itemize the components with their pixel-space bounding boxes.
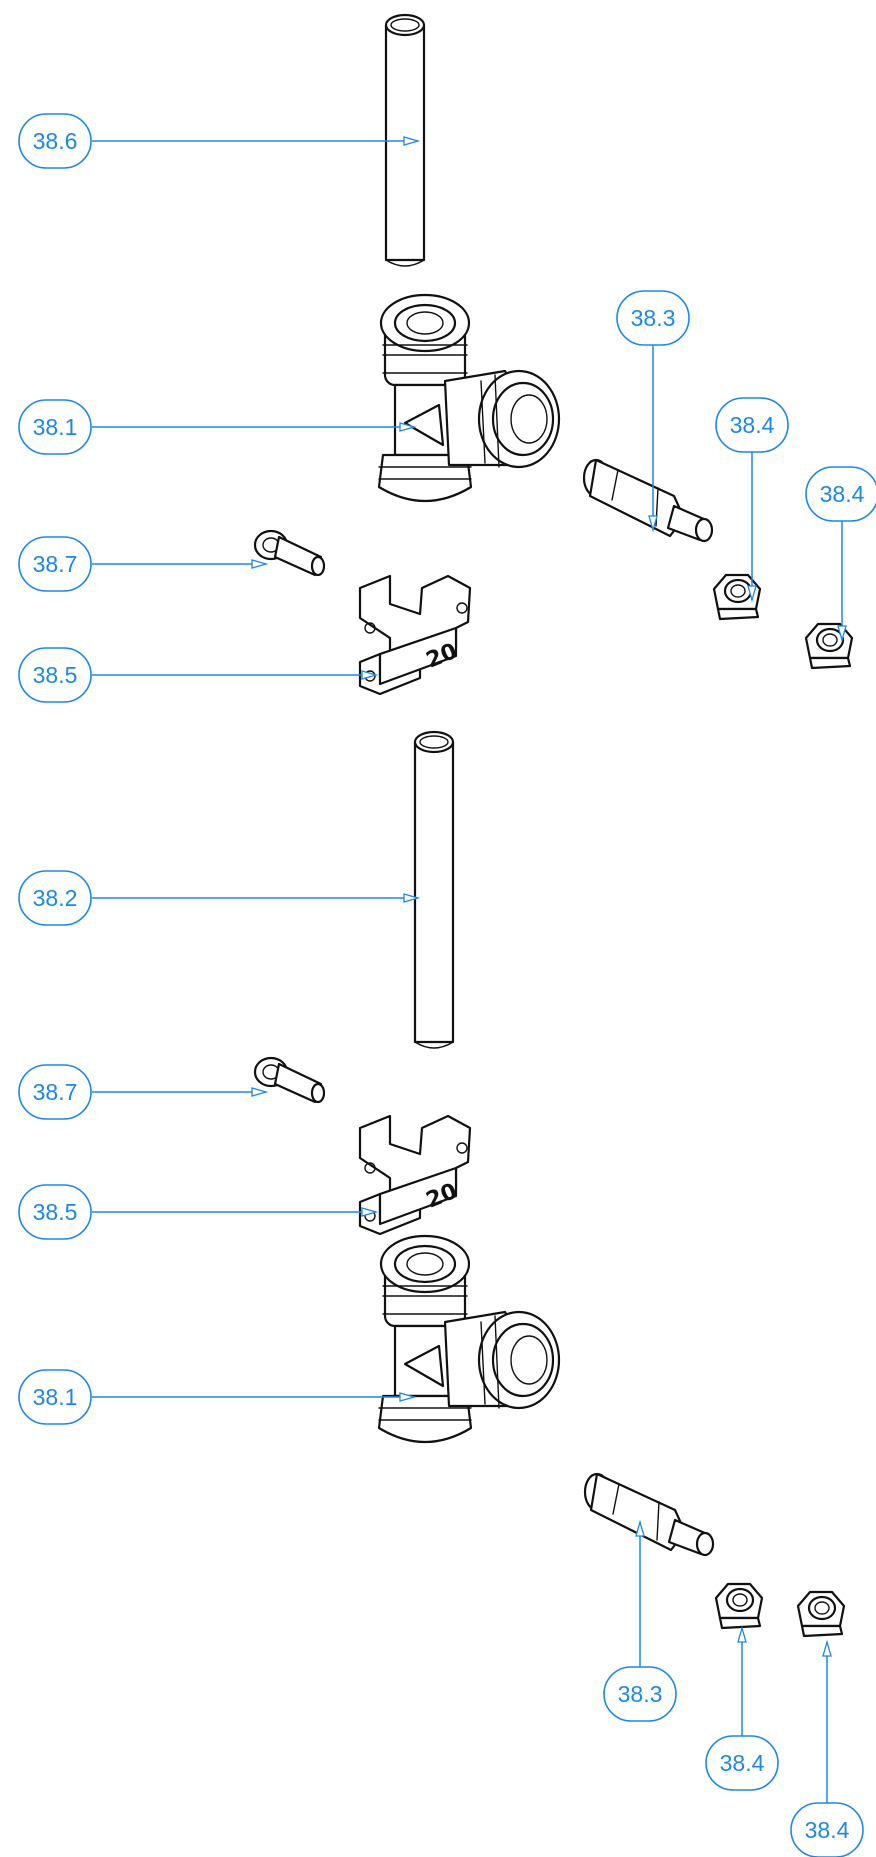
callout-label: 38.7: [33, 551, 78, 577]
callout-386: 38.6: [18, 113, 421, 169]
screw-bottom: [253, 1056, 326, 1104]
callout-382: 38.2: [18, 870, 421, 926]
leader-arrow: [737, 1625, 747, 1643]
callout-label: 38.1: [33, 1384, 78, 1410]
callout-label: 38.4: [720, 1750, 765, 1776]
nut-bottom-1: [714, 1582, 764, 1630]
clip-bottom: 20: [358, 1114, 472, 1236]
callout-bubble: [790, 1802, 864, 1857]
screw-top: [253, 529, 326, 577]
callout-387b: 38.7: [18, 1064, 269, 1120]
leader-arrow: [403, 893, 421, 903]
stem-top: [582, 458, 714, 543]
callout-383a: 38.3: [616, 290, 690, 533]
leader-arrow: [403, 136, 421, 146]
callout-label: 38.2: [33, 885, 78, 911]
callout-384c: 38.4: [705, 1625, 779, 1791]
callout-label: 38.3: [631, 305, 676, 331]
leader-arrow: [837, 625, 847, 643]
tee-top: [377, 293, 561, 503]
callout-bubble: [18, 870, 92, 926]
callout-bubble: [18, 1064, 92, 1120]
callout-383b: 38.3: [603, 1519, 677, 1722]
clip-top: 20: [358, 574, 472, 696]
callout-bubble: [715, 397, 789, 453]
callout-bubble: [18, 399, 92, 455]
callout-label: 38.4: [805, 1817, 850, 1843]
leader-arrow: [251, 559, 269, 569]
callout-381b: 38.1: [18, 1369, 417, 1425]
leader-arrow: [399, 422, 417, 432]
callout-387a: 38.7: [18, 536, 269, 592]
callout-381a: 38.1: [18, 399, 417, 455]
callout-384b: 38.4: [805, 466, 876, 643]
callout-384a: 38.4: [715, 397, 789, 603]
callout-bubble: [603, 1666, 677, 1722]
callout-bubble: [705, 1735, 779, 1791]
callout-385a: 38.5: [18, 647, 379, 703]
leader-arrow: [747, 585, 757, 603]
nut-bottom-2: [796, 1590, 846, 1638]
callout-label: 38.1: [33, 414, 78, 440]
callout-bubble: [18, 1184, 92, 1240]
callout-bubble: [805, 466, 876, 522]
leader-arrow: [399, 1392, 417, 1402]
callout-bubble: [18, 113, 92, 169]
stem-bottom: [583, 1472, 715, 1557]
callout-label: 38.7: [33, 1079, 78, 1105]
leader-arrow: [635, 1519, 645, 1537]
callout-385b: 38.5: [18, 1184, 379, 1240]
callout-bubble: [18, 1369, 92, 1425]
leader-arrow: [822, 1639, 832, 1657]
pipe-middle: [413, 730, 455, 1049]
leader-arrow: [251, 1087, 269, 1097]
callout-label: 38.5: [33, 1199, 78, 1225]
callout-label: 38.6: [33, 128, 78, 154]
callout-label: 38.3: [618, 1681, 663, 1707]
callout-384d: 38.4: [790, 1639, 864, 1857]
pipe-top: [384, 13, 426, 267]
leader-arrow: [361, 670, 379, 680]
callout-bubble: [616, 290, 690, 346]
tee-bottom: [377, 1234, 561, 1444]
leader-arrow: [648, 515, 658, 533]
callout-label: 38.5: [33, 662, 78, 688]
callout-bubble: [18, 536, 92, 592]
leader-arrow: [361, 1207, 379, 1217]
callout-bubble: [18, 647, 92, 703]
callout-label: 38.4: [730, 412, 775, 438]
callout-label: 38.4: [820, 481, 865, 507]
